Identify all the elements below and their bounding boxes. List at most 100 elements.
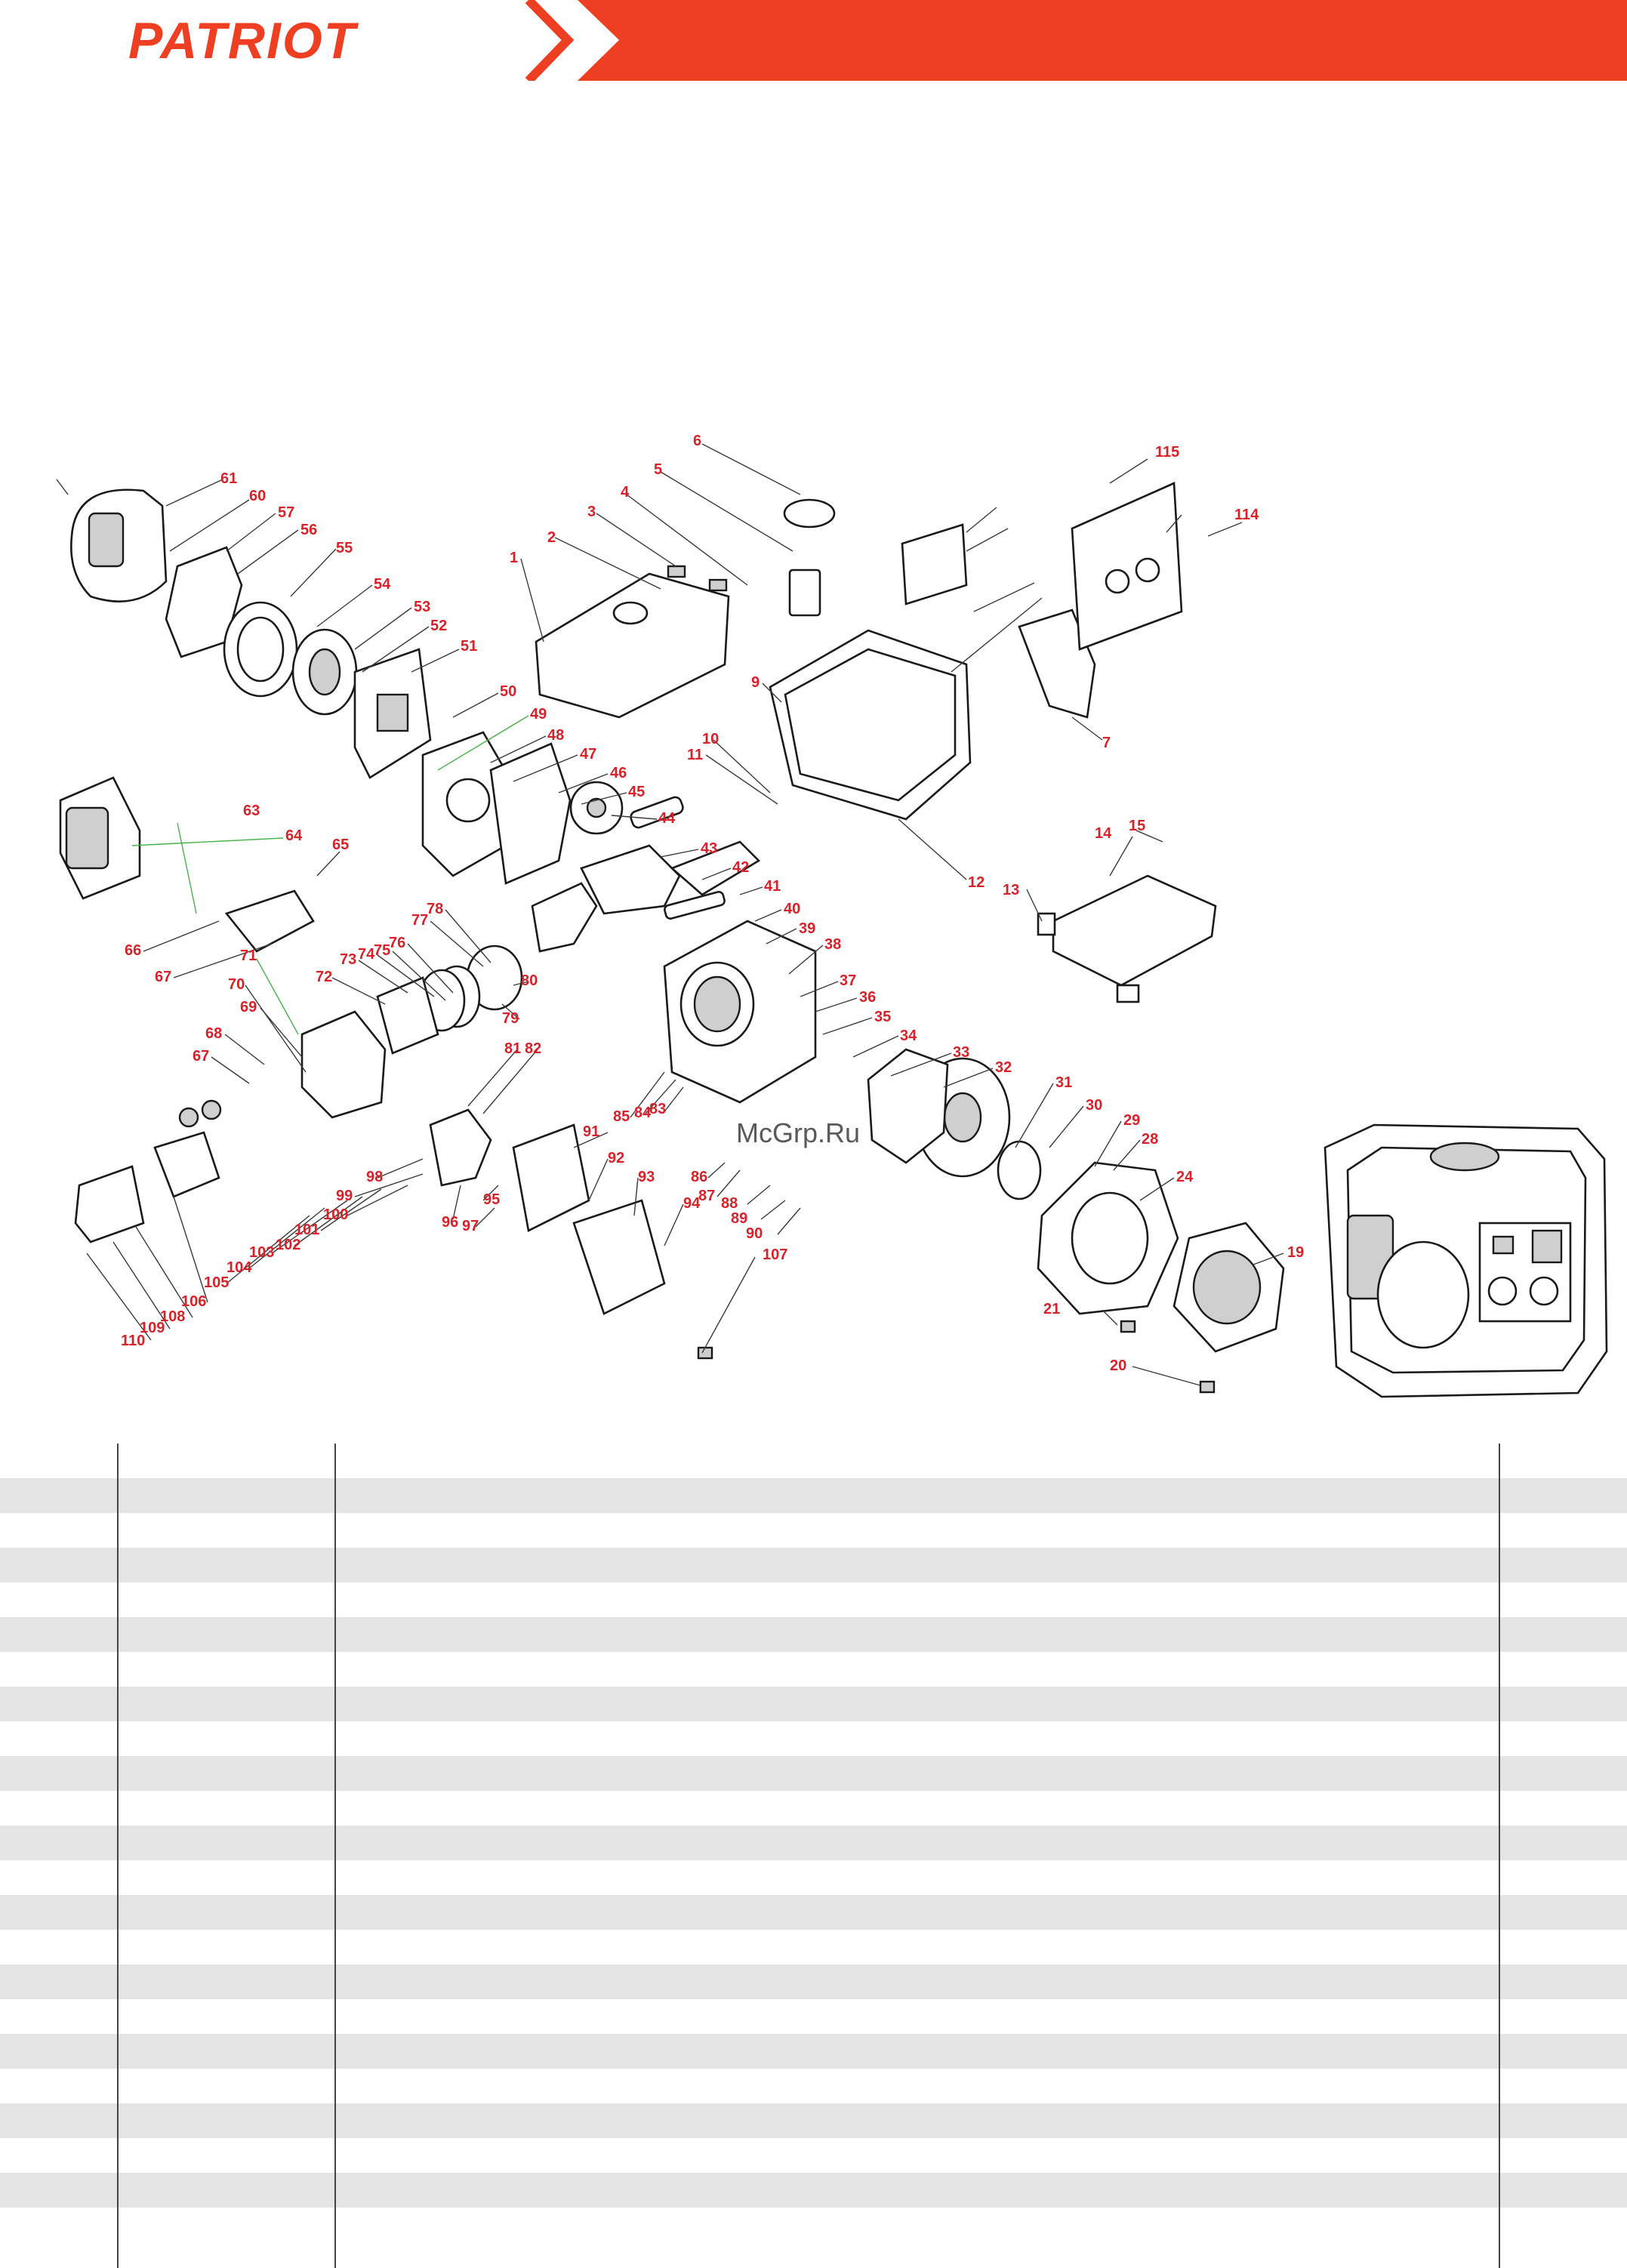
table-row (0, 1860, 1627, 1895)
svg-text:31: 31 (1055, 1074, 1072, 1091)
brand-logo: PATRIOT (128, 12, 357, 69)
svg-text:69: 69 (240, 999, 257, 1015)
svg-text:45: 45 (628, 784, 645, 800)
svg-text:57: 57 (278, 504, 294, 521)
table-row (0, 1756, 1627, 1791)
table-row (0, 1721, 1627, 1756)
column-divider (1499, 1444, 1500, 2268)
svg-text:9: 9 (751, 674, 760, 691)
svg-text:82: 82 (525, 1040, 541, 1057)
svg-text:13: 13 (1003, 882, 1019, 898)
svg-text:34: 34 (900, 1028, 917, 1044)
svg-text:102: 102 (276, 1237, 300, 1253)
table-row (0, 1826, 1627, 1860)
table-row (0, 1652, 1627, 1687)
svg-text:68: 68 (205, 1025, 222, 1042)
part-drawings (59, 482, 1608, 1398)
table-row (0, 2173, 1627, 2208)
table-row (0, 2034, 1627, 2069)
svg-text:64: 64 (285, 827, 303, 844)
svg-text:95: 95 (483, 1191, 500, 1208)
exploded-parts-diagram: 61 60 57 56 55 54 53 52 51 50 49 48 47 4… (56, 433, 1608, 1398)
svg-text:110: 110 (121, 1333, 145, 1349)
table-row (0, 1582, 1627, 1617)
svg-text:92: 92 (608, 1150, 624, 1166)
table-row (0, 1930, 1627, 1964)
svg-text:5: 5 (654, 461, 662, 478)
parts-table (0, 1444, 1627, 2268)
svg-text:65: 65 (332, 837, 349, 853)
svg-text:60: 60 (249, 488, 266, 504)
svg-text:38: 38 (824, 936, 841, 953)
svg-text:89: 89 (731, 1210, 747, 1227)
header-bar: PATRIOT (0, 0, 1627, 81)
svg-text:108: 108 (160, 1308, 185, 1325)
svg-text:42: 42 (732, 859, 749, 876)
svg-text:73: 73 (340, 951, 356, 968)
svg-text:67: 67 (155, 969, 171, 985)
svg-text:51: 51 (461, 638, 477, 655)
svg-text:107: 107 (763, 1246, 787, 1263)
svg-text:55: 55 (336, 540, 353, 556)
svg-text:49: 49 (530, 706, 547, 723)
svg-text:71: 71 (240, 948, 257, 964)
table-row (0, 1548, 1627, 1582)
svg-text:86: 86 (691, 1169, 707, 1185)
svg-text:81: 81 (504, 1040, 521, 1057)
table-row (0, 1791, 1627, 1826)
table-row (0, 2103, 1627, 2138)
table-row (0, 1999, 1627, 2034)
svg-text:97: 97 (462, 1218, 479, 1234)
svg-text:39: 39 (799, 920, 815, 937)
svg-text:32: 32 (995, 1059, 1012, 1076)
svg-text:46: 46 (610, 765, 627, 781)
svg-text:75: 75 (374, 942, 390, 959)
svg-text:12: 12 (968, 874, 985, 891)
svg-text:44: 44 (658, 810, 676, 827)
svg-text:47: 47 (580, 746, 596, 763)
column-divider (117, 1444, 119, 2268)
svg-text:63: 63 (243, 803, 260, 819)
svg-text:54: 54 (374, 576, 391, 593)
table-row (0, 1964, 1627, 1999)
leader-lines (56, 443, 1284, 1386)
table-row (0, 1444, 1627, 1478)
svg-text:61: 61 (220, 470, 237, 487)
svg-text:7: 7 (1102, 735, 1111, 751)
svg-text:90: 90 (746, 1225, 763, 1242)
svg-text:77: 77 (411, 912, 428, 929)
svg-text:72: 72 (316, 969, 332, 985)
table-row (0, 1513, 1627, 1548)
svg-text:28: 28 (1142, 1131, 1158, 1148)
column-divider (334, 1444, 336, 2268)
svg-text:76: 76 (389, 935, 405, 951)
svg-text:21: 21 (1043, 1301, 1060, 1317)
svg-text:41: 41 (764, 878, 781, 895)
svg-text:109: 109 (140, 1320, 165, 1336)
svg-text:48: 48 (547, 727, 564, 744)
header-chevron-graphic (525, 0, 1627, 81)
watermark: McGrp.Ru (736, 1117, 861, 1148)
svg-text:10: 10 (702, 731, 719, 747)
svg-text:36: 36 (859, 989, 876, 1006)
svg-text:101: 101 (294, 1222, 319, 1238)
svg-text:35: 35 (874, 1009, 891, 1025)
table-row (0, 1687, 1627, 1721)
svg-text:6: 6 (693, 433, 701, 449)
svg-text:114: 114 (1234, 507, 1259, 523)
svg-text:88: 88 (721, 1195, 738, 1212)
svg-text:11: 11 (687, 747, 703, 763)
table-row (0, 2208, 1627, 2242)
svg-text:67: 67 (193, 1048, 209, 1065)
svg-text:80: 80 (521, 972, 538, 989)
svg-text:20: 20 (1110, 1357, 1126, 1374)
svg-text:56: 56 (300, 522, 317, 538)
svg-text:70: 70 (228, 976, 245, 993)
svg-text:14: 14 (1095, 825, 1112, 842)
svg-text:19: 19 (1287, 1244, 1304, 1261)
svg-text:53: 53 (414, 599, 430, 615)
svg-text:91: 91 (583, 1123, 599, 1140)
svg-text:1: 1 (510, 550, 518, 566)
svg-text:83: 83 (649, 1101, 666, 1117)
table-row (0, 2138, 1627, 2173)
